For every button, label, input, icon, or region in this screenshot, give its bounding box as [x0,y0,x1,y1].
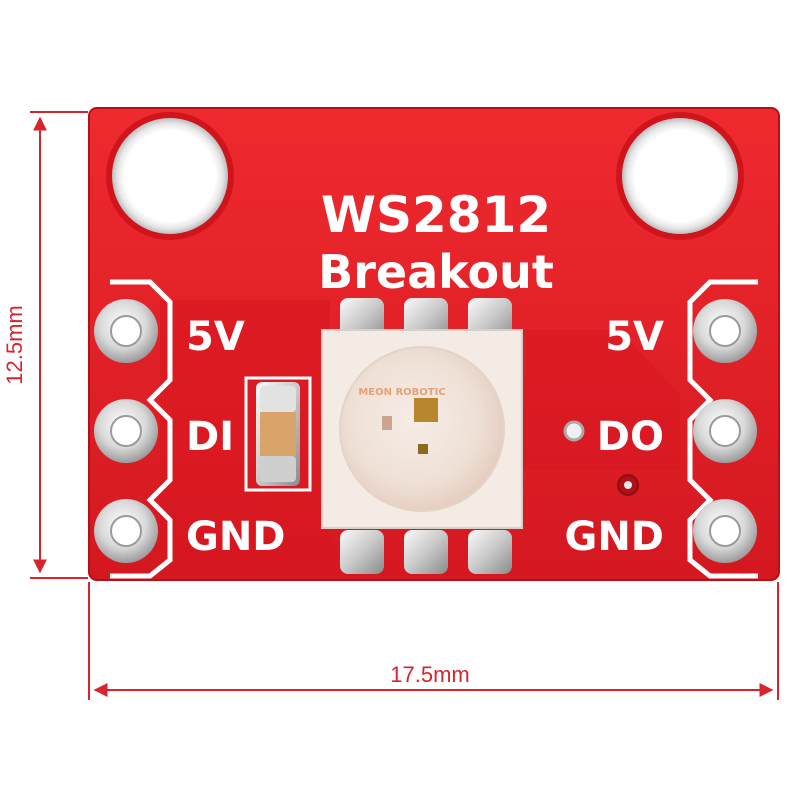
mounting-hole-right [616,112,744,240]
width-dimension: 17.5mm [88,582,779,700]
led-pads-bottom [340,530,512,574]
led-marking: MEON ROBOTIC [358,387,445,398]
width-dimension-label: 17.5mm [390,662,469,687]
right-pin-5v-pad [693,299,757,363]
ws2812-led: MEON ROBOTIC [321,329,523,529]
left-pin-label-5v: 5V [186,314,245,360]
right-pin-do-pad [693,399,757,463]
via-1 [563,420,585,442]
height-dimension-label: 12.5mm [2,305,27,384]
right-pin-gnd-pad [693,499,757,563]
right-pin-label-gnd: GND [564,514,664,560]
left-pin-di-pad [94,399,158,463]
board-subtitle: Breakout [318,245,554,299]
right-pin-label-do: DO [597,414,664,460]
right-pin-label-5v: 5V [605,314,664,360]
right-header-outline [687,279,758,579]
smd-capacitor [244,376,312,492]
board-title: WS2812 [321,186,551,244]
mounting-hole-left [106,112,234,240]
left-pin-label-di: DI [186,414,234,460]
left-header-outline [110,279,173,579]
left-pin-gnd-pad [94,499,158,563]
left-pin-5v-pad [94,299,158,363]
via-2 [617,474,639,496]
left-pin-label-gnd: GND [186,514,286,560]
height-dimension: 12.5mm [2,111,88,579]
